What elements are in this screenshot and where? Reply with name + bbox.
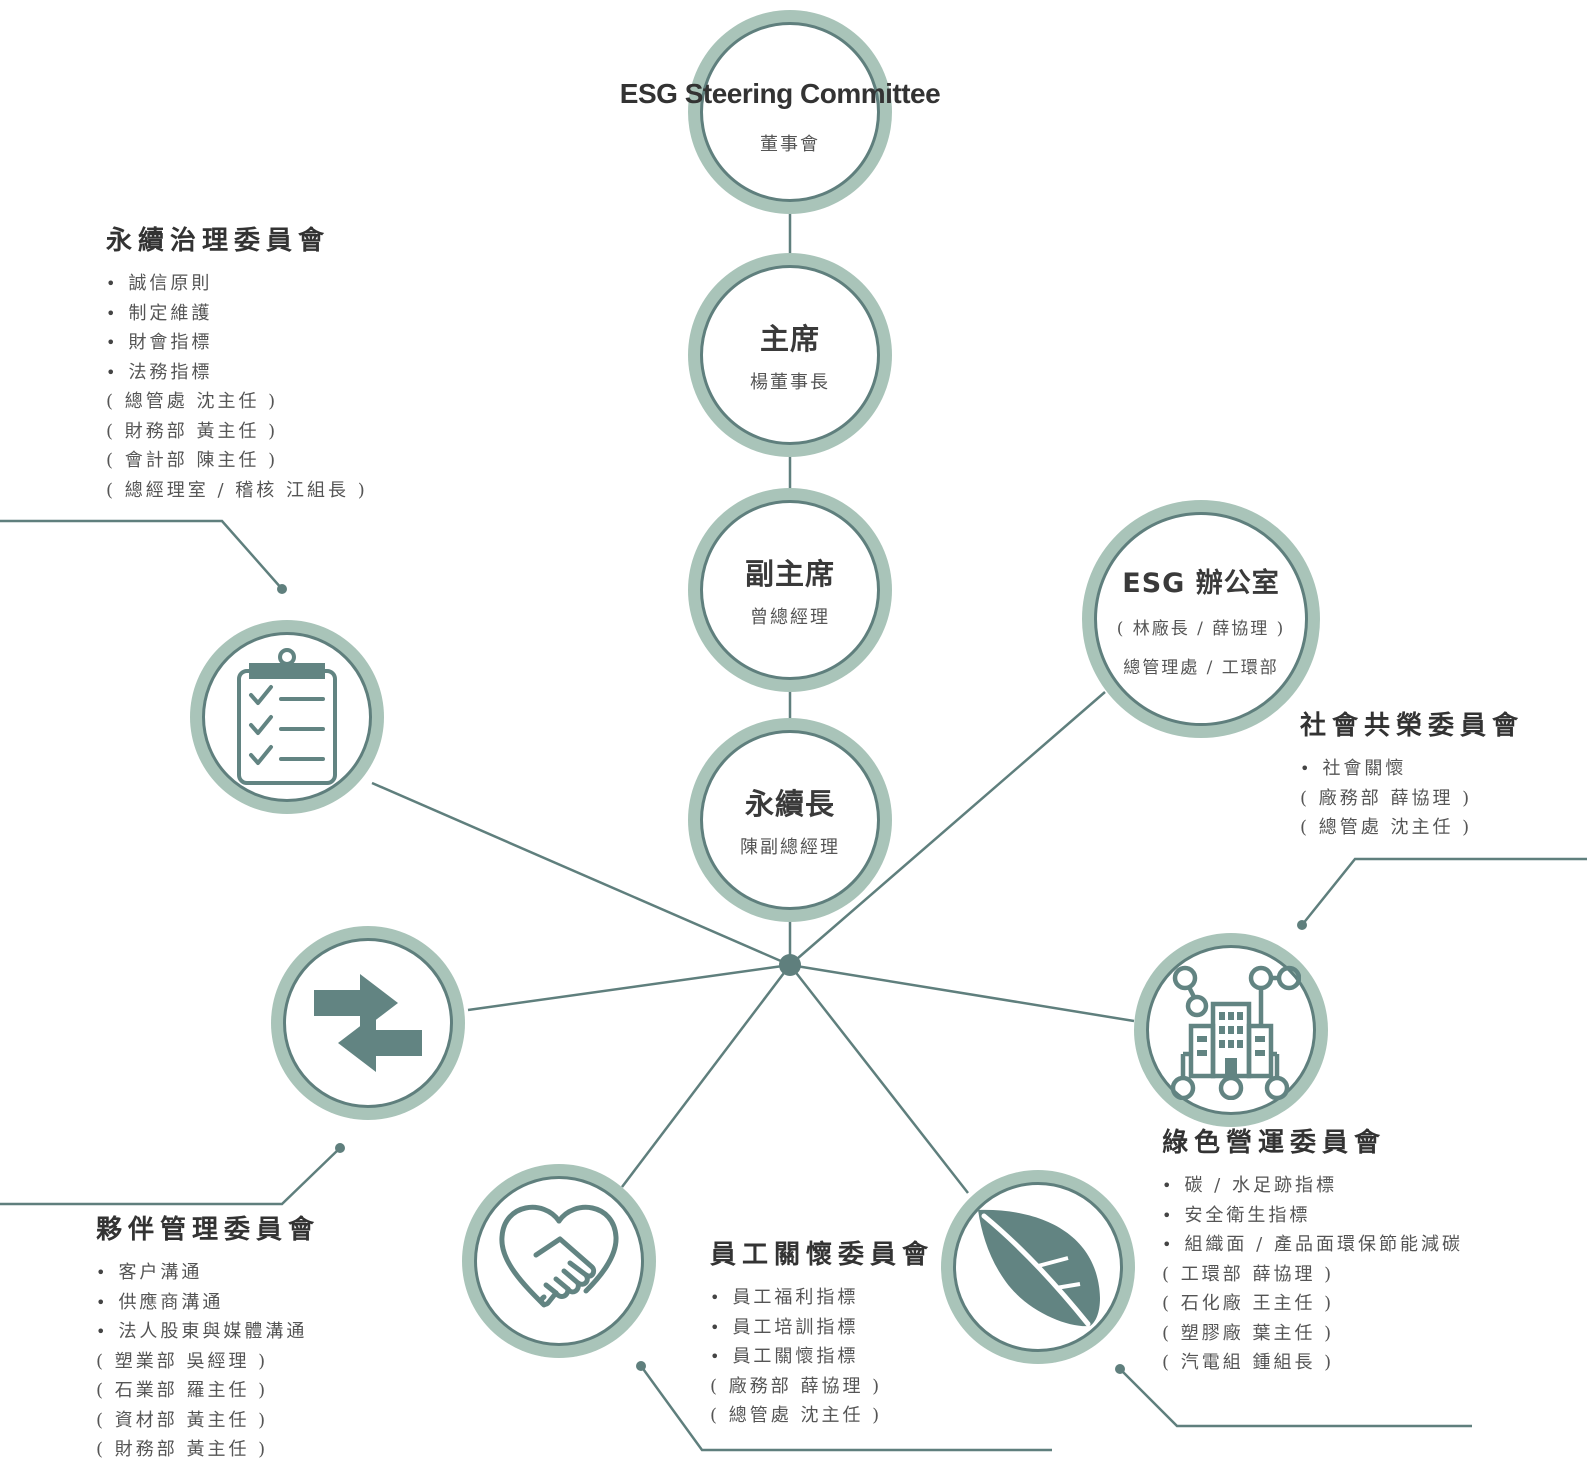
owner-item: ( 財務部 黃主任 ) (106, 420, 279, 442)
list-item: 法務指標 (106, 358, 368, 388)
governance-icon-circle (202, 632, 372, 802)
owner-item: ( 廠務部 薛協理 ) (1300, 787, 1473, 809)
owner-item: ( 財務部 黃主任 ) (96, 1439, 269, 1460)
chair-title: 主席 (759, 322, 820, 356)
esg-office-circle: ESG 辦公室 ( 林廠長 / 薛協理 ) 總管理處 / 工環部 (1094, 512, 1308, 726)
employee-icon-circle (474, 1176, 644, 1346)
social-title: 社會共榮委員會 (1300, 711, 1525, 741)
vice-chair-subtitle: 曾總經理 (750, 607, 830, 628)
list-item: 員工培訓指標 (710, 1313, 934, 1343)
list-item: 客户溝通 (96, 1258, 320, 1288)
transfer-arrows-icon (314, 974, 422, 1072)
partner-icon-circle (283, 938, 453, 1108)
owner-item: ( 汽電組 鍾組長 ) (1162, 1352, 1335, 1373)
esg-office-title: ESG 辦公室 (1122, 567, 1280, 599)
chair-subtitle: 楊董事長 (750, 372, 830, 393)
green-committee: 綠色營運委員會 碳 / 水足跡指標 安全衛生指標 組織面 / 產品面環保節能減碳… (1162, 1122, 1463, 1378)
owner-item: ( 總管處 沈主任 ) (106, 391, 279, 412)
list-item: 誠信原則 (106, 269, 368, 299)
partner-title: 夥伴管理委員會 (96, 1215, 321, 1245)
steering-committee-title: ESG Steering Committee (619, 78, 941, 109)
social-committee: 社會共榮委員會 社會關懷 ( 廠務部 薛協理 ) ( 總管處 沈主任 ) (1300, 705, 1524, 843)
owner-item: ( 總管處 沈主任 ) (1300, 817, 1473, 838)
vice-chair-title: 副主席 (744, 557, 835, 591)
owner-item: ( 石業部 羅主任 ) (96, 1380, 269, 1401)
handshake-heart-icon (499, 1204, 619, 1308)
cso-circle: 永續長 陳副總經理 (700, 730, 880, 910)
list-item: 制定維護 (106, 299, 368, 329)
owner-item: ( 總經理室 / 稽核 江組長 ) (106, 479, 368, 501)
partner-committee: 夥伴管理委員會 客户溝通 供應商溝通 法人股東與媒體溝通 ( 塑業部 吳經理 )… (96, 1209, 320, 1465)
list-item: 員工福利指標 (710, 1283, 934, 1313)
network-building-icon (1170, 965, 1301, 1100)
green-icon-circle (953, 1182, 1123, 1352)
owner-item: ( 石化廠 王主任 ) (1162, 1293, 1335, 1314)
owner-item: ( 塑膠廠 葉主任 ) (1162, 1322, 1335, 1344)
owner-item: ( 資材部 黃主任 ) (96, 1409, 269, 1431)
list-item: 社會關懷 (1300, 754, 1524, 784)
esg-office-line2: 總管理處 / 工環部 (1123, 657, 1279, 678)
steering-committee-circle: 董事會 (700, 22, 880, 202)
list-item: 員工關懷指標 (710, 1342, 934, 1372)
employee-title: 員工關懷委員會 (710, 1240, 935, 1270)
owner-item: ( 會計部 陳主任 ) (106, 450, 279, 471)
steering-committee-subtitle: 董事會 (760, 134, 820, 155)
chair-circle: 主席 楊董事長 (700, 265, 880, 445)
list-item: 供應商溝通 (96, 1288, 320, 1318)
cso-subtitle: 陳副總經理 (740, 837, 840, 858)
governance-committee: 永續治理委員會 誠信原則 制定維護 財會指標 法務指標 ( 總管處 沈主任 ) … (106, 220, 368, 505)
owner-item: ( 工環部 薛協理 ) (1162, 1263, 1335, 1285)
cso-title: 永續長 (744, 787, 835, 821)
list-item: 組織面 / 產品面環保節能減碳 (1162, 1230, 1463, 1260)
employee-committee: 員工關懷委員會 員工福利指標 員工培訓指標 員工關懷指標 ( 廠務部 薛協理 )… (710, 1234, 934, 1431)
list-item: 安全衛生指標 (1162, 1201, 1463, 1231)
leaf-icon (978, 1209, 1100, 1327)
vice-chair-circle: 副主席 曾總經理 (700, 500, 880, 680)
list-item: 碳 / 水足跡指標 (1162, 1171, 1463, 1201)
social-icon-circle (1146, 945, 1316, 1115)
list-item: 法人股東與媒體溝通 (96, 1317, 320, 1347)
governance-title: 永續治理委員會 (106, 226, 331, 256)
owner-item: ( 塑業部 吳經理 ) (96, 1350, 269, 1372)
list-item: 財會指標 (106, 328, 368, 358)
owner-item: ( 廠務部 薛協理 ) (710, 1375, 883, 1397)
clipboard-checklist-icon (237, 648, 337, 785)
owner-item: ( 總管處 沈主任 ) (710, 1405, 883, 1426)
esg-office-line1: ( 林廠長 / 薛協理 ) (1116, 618, 1286, 639)
green-title: 綠色營運委員會 (1162, 1128, 1387, 1158)
